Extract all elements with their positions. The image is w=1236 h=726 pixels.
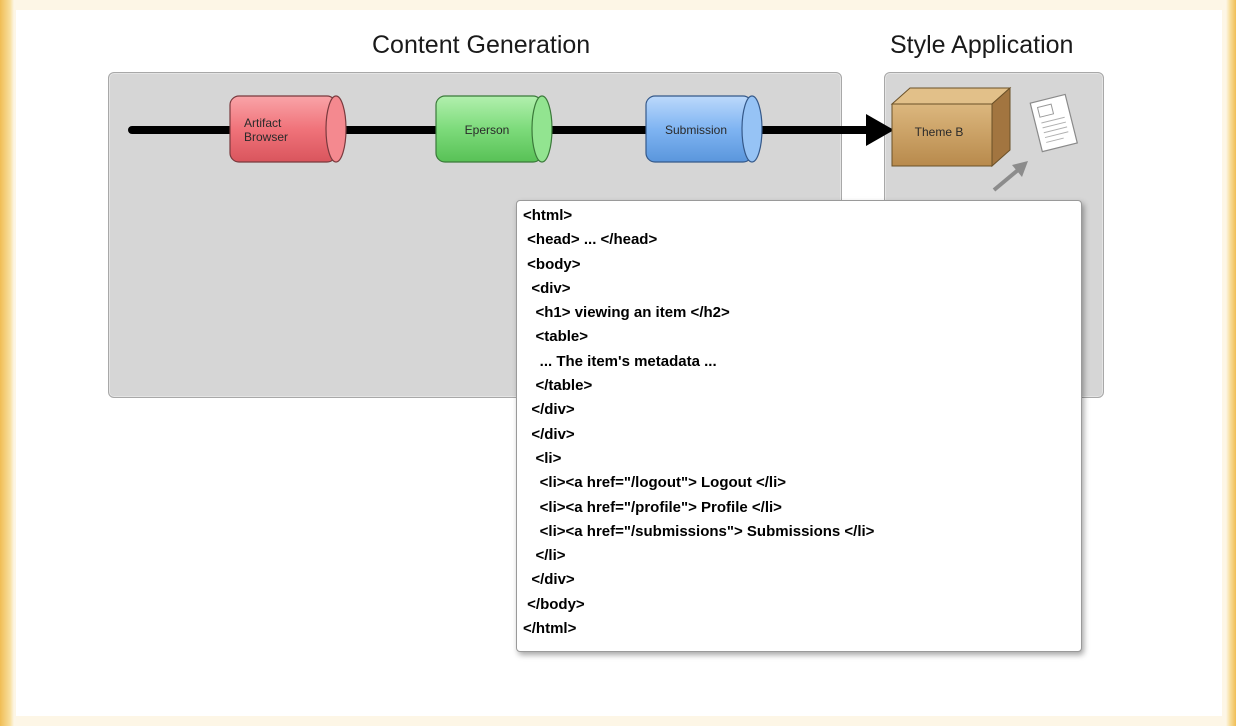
style-application-title: Style Application (890, 31, 1074, 59)
theme-b-label: Theme B (914, 125, 964, 139)
code-line: <table> (523, 328, 589, 346)
code-line: <h1> viewing an item </h2> (523, 304, 730, 322)
eperson-label: Eperson (464, 123, 510, 137)
theme-b-node (890, 86, 1012, 168)
code-line: </li> (523, 547, 566, 565)
document-icon (1029, 93, 1078, 153)
code-line: </div> (523, 425, 575, 443)
artifact-browser-node (229, 95, 347, 163)
artifact-browser-label: Artifact Browser (244, 116, 289, 144)
code-line: </body> (523, 595, 585, 613)
content-generation-title: Content Generation (372, 31, 591, 59)
gray-arrow-icon (992, 161, 1028, 192)
submission-node (645, 95, 763, 163)
code-line: </div> (523, 571, 575, 589)
code-line: <li><a href="/profile"> Profile </li> (523, 498, 782, 516)
eperson-node (435, 95, 553, 163)
code-line: ... The item's metadata ... (523, 352, 717, 370)
html-code-listing: <html> <head> ... </head> <body> <div> <… (523, 204, 1081, 641)
code-line: <li> (523, 449, 562, 467)
code-line: <html> (523, 207, 573, 224)
html-output-box: <html> <head> ... </head> <body> <div> <… (516, 200, 1082, 652)
code-line: </table> (523, 377, 593, 395)
code-line: <li><a href="/submissions"> Submissions … (523, 522, 875, 540)
code-line: <li><a href="/logout"> Logout </li> (523, 474, 787, 492)
submission-label: Submission (664, 123, 728, 137)
code-line: </div> (523, 401, 575, 419)
code-line: <head> ... </head> (523, 231, 658, 249)
pipeline-arrowhead (866, 114, 894, 146)
code-line: </html> (523, 620, 577, 638)
code-line: <div> (523, 279, 571, 297)
code-line: <body> (523, 255, 581, 273)
